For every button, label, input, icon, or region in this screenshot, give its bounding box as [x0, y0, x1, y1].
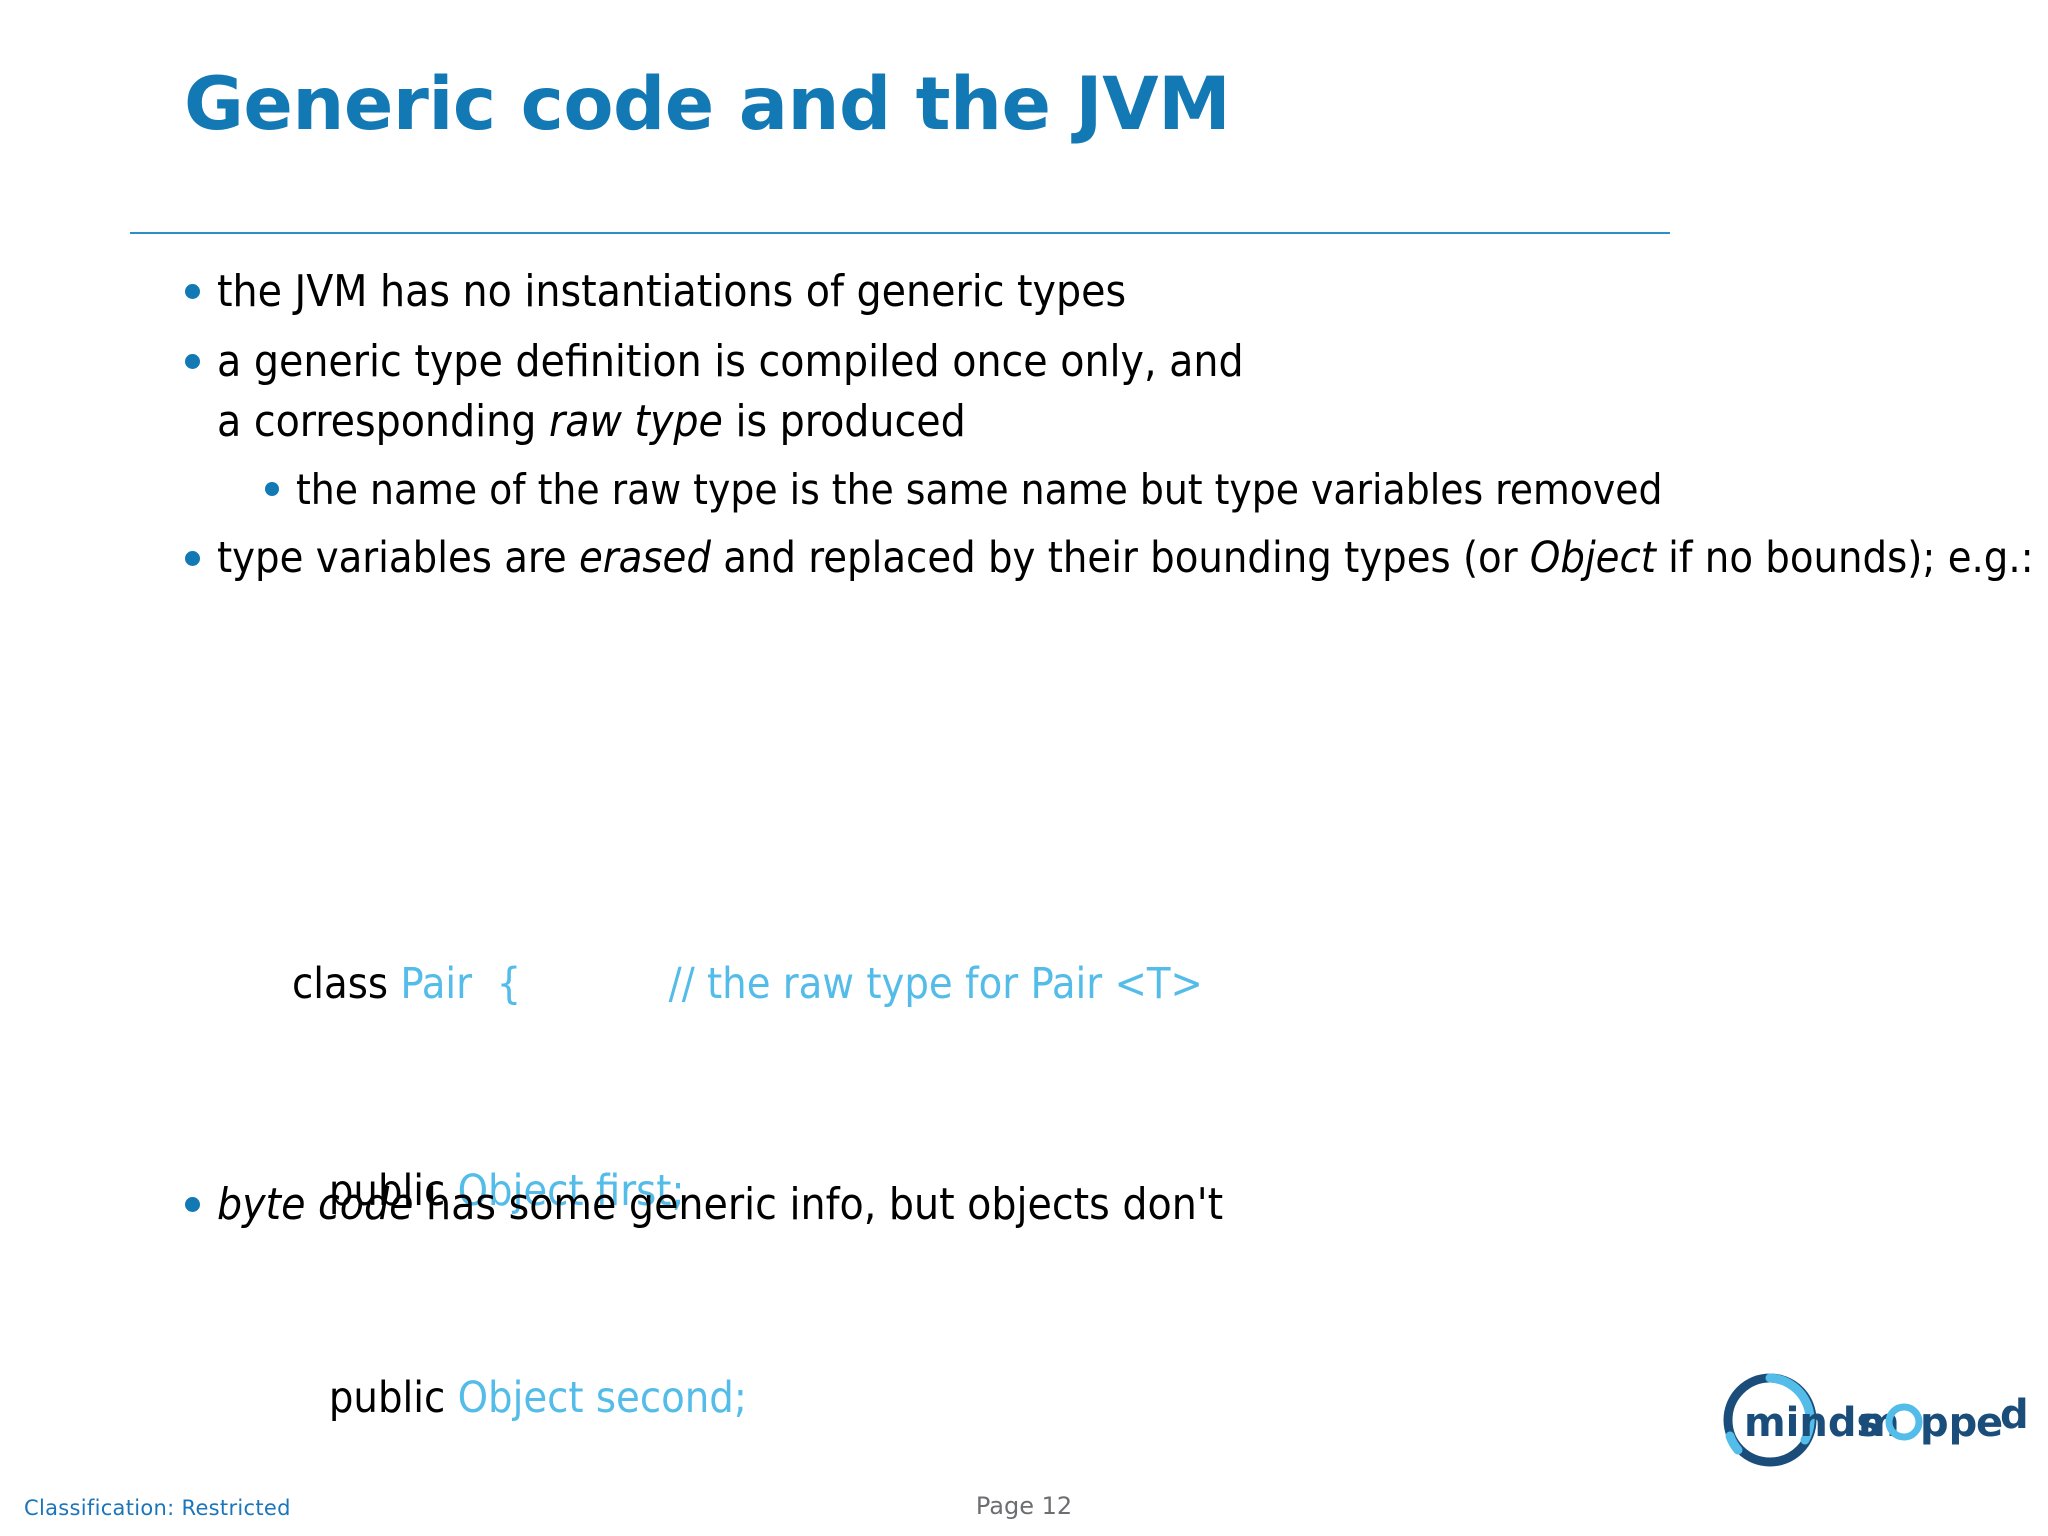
bullet-item-4-part2: and replaced by their bounding types (or [710, 532, 1530, 583]
bullet-item-5: byte code has some generic info, but obj… [0, 1175, 2048, 1235]
code-gap [521, 959, 668, 1009]
bullet-item-2-line2-emphasis: raw type [548, 395, 723, 447]
logo-wordmark: minds m pp e d [1744, 1392, 2029, 1446]
bullet-dot-icon [185, 1197, 200, 1212]
code-keyword: class [292, 959, 401, 1009]
bullet-item-3-label: the name of the raw type is the same nam… [296, 465, 1663, 515]
code-identifier: Object second; [457, 1373, 747, 1423]
page-title: Generic code and the JVM [184, 62, 1231, 147]
bullet-dot-icon [265, 482, 279, 497]
bullet-item-3: the name of the raw type is the same nam… [0, 461, 2048, 518]
bullet-item-5-emphasis: byte code [217, 1179, 414, 1230]
bullet-dot-icon [185, 353, 200, 369]
bullet-dot-icon [185, 284, 200, 299]
bullet-item-2: a generic type definition is compiled on… [0, 332, 2048, 452]
bullet-item-2-line2-prefix: a corresponding [217, 395, 549, 447]
code-keyword: public [328, 1166, 458, 1216]
footer-classification: Classification: Restricted [24, 1496, 291, 1520]
bullet-item-5-rest: has some generic info, but objects don't [413, 1179, 1224, 1230]
code-identifier: Object first; [457, 1166, 685, 1216]
svg-text:d: d [2000, 1392, 2029, 1438]
code-keyword: public [328, 1373, 458, 1423]
code-line-1: class Pair { // the raw type for Pair <T… [292, 950, 1203, 1019]
code-indent [292, 1373, 329, 1423]
code-comment: // the raw type for Pair <T> [668, 959, 1203, 1009]
bullet-item-4-label: type variables are erased and replaced b… [217, 529, 2048, 587]
bullet-item-5-label: byte code has some generic info, but obj… [217, 1175, 2048, 1235]
code-line-2: public Object first; [292, 1157, 1203, 1226]
bullet-item-1-label: the JVM has no instantiations of generic… [217, 266, 1127, 317]
code-line-3: public Object second; [292, 1364, 1203, 1433]
bullet-item-2-label: a generic type definition is compiled on… [217, 332, 2048, 452]
bullet-item-4: type variables are erased and replaced b… [0, 529, 2048, 587]
bullet-item-4-part1: type variables are [217, 532, 579, 583]
code-block: class Pair { // the raw type for Pair <T… [292, 812, 1203, 1536]
bullet-item-4-emphasis-erased: erased [578, 532, 711, 583]
bullet-list: the JVM has no instantiations of generic… [0, 262, 2048, 597]
title-divider [130, 232, 1670, 234]
bullet-item-4-part3: if no bounds); e.g.: [1655, 532, 2034, 583]
logo-ring-icon [1723, 1373, 1817, 1467]
bullet-list-tail: byte code has some generic info, but obj… [0, 1175, 2048, 1245]
bullet-item-1: the JVM has no instantiations of generic… [0, 262, 2048, 322]
svg-text:pp: pp [1920, 1400, 1977, 1446]
mindsmapped-logo: minds m pp e d [1708, 1366, 2038, 1474]
svg-text:minds: minds [1744, 1400, 1880, 1446]
bullet-item-2-line2-suffix: is produced [722, 395, 966, 447]
code-identifier: Pair { [400, 959, 522, 1009]
footer-page-number: Page 12 [975, 1492, 1073, 1520]
bullet-item-2-line1: a generic type definition is compiled on… [217, 335, 1244, 387]
bullet-dot-icon [185, 550, 200, 566]
svg-text:e: e [1976, 1400, 2003, 1446]
bullet-item-4-emphasis-object: Object [1529, 532, 1656, 583]
